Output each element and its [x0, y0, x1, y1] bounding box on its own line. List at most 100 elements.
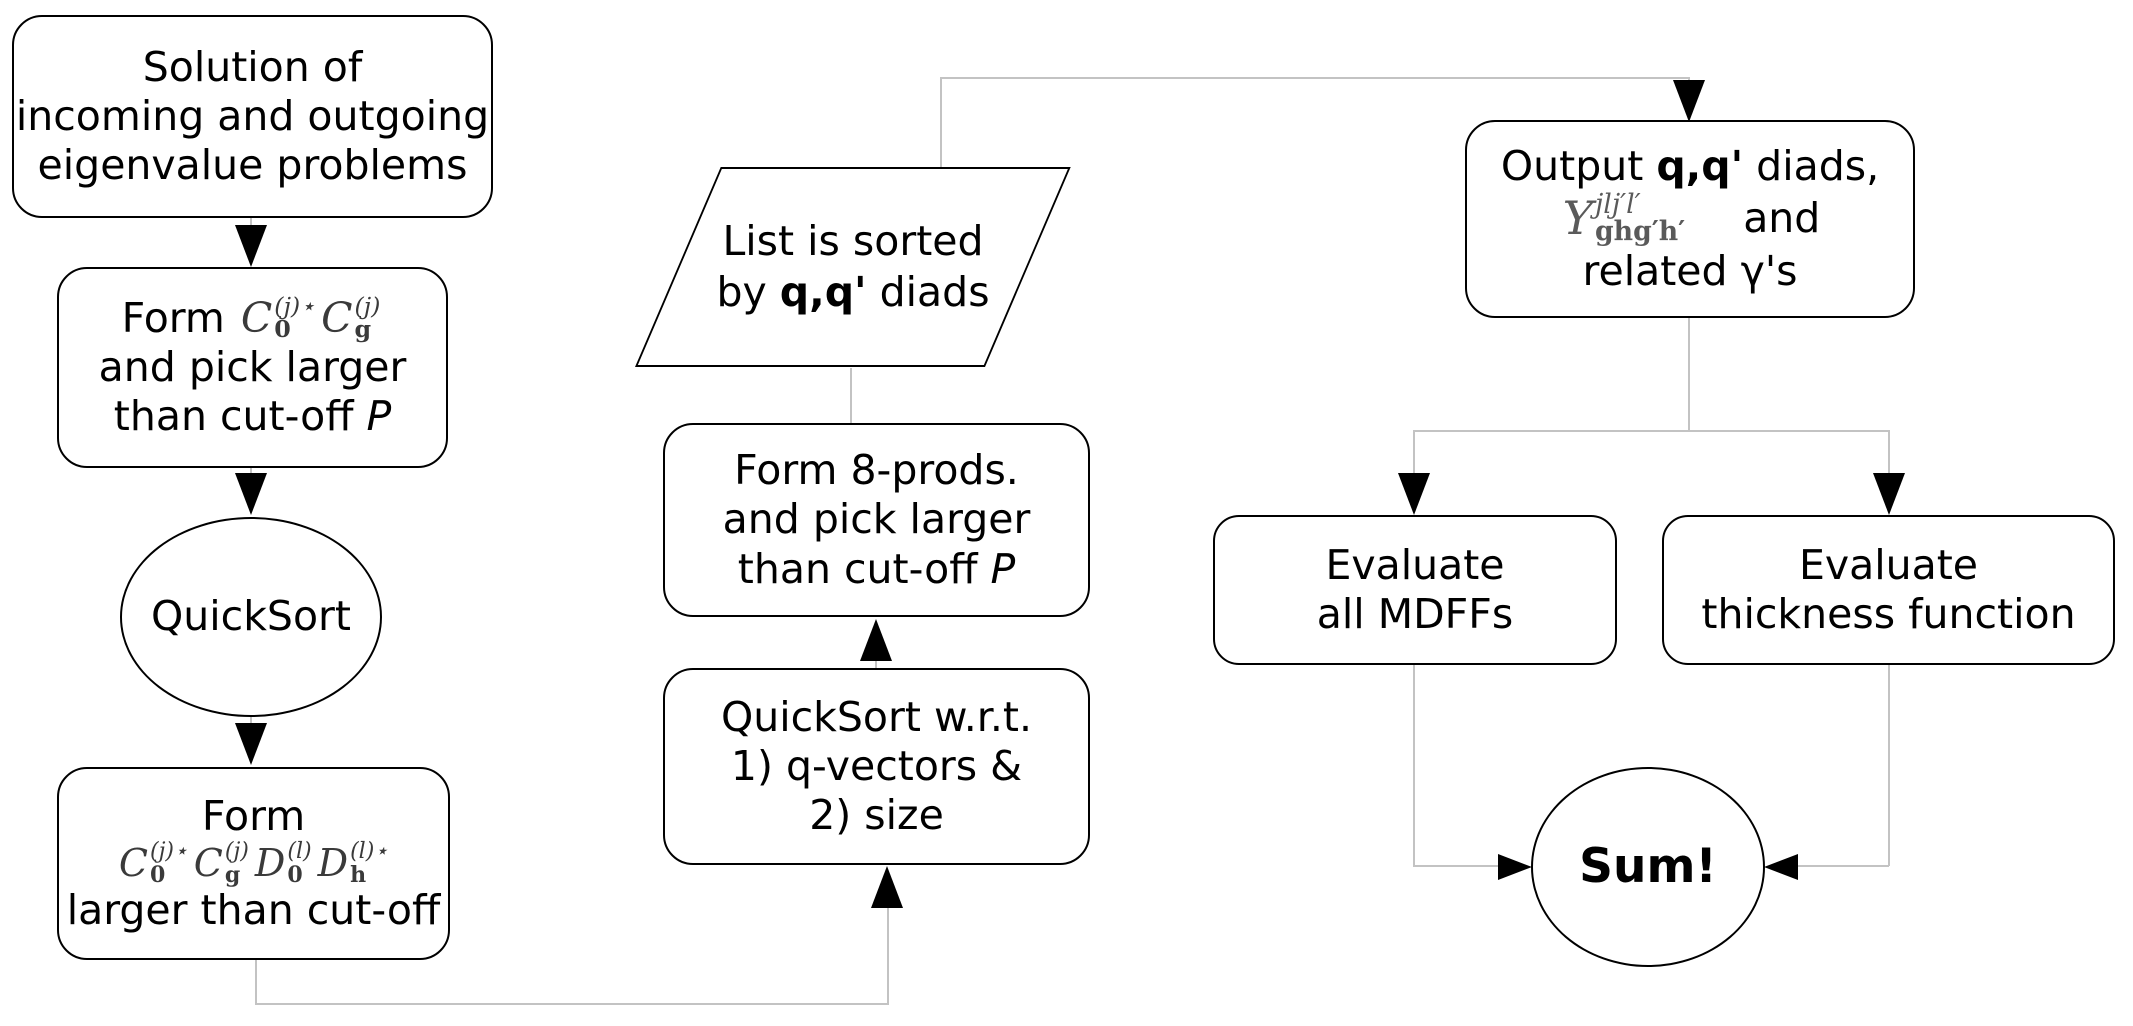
math-scripts: (l)⋆h [350, 839, 389, 888]
text-fragment: by [716, 268, 780, 316]
connector-line [250, 468, 252, 476]
text-line: QuickSort [151, 592, 351, 641]
connector-line [1413, 430, 1415, 478]
math-sup: (j)⋆ [274, 291, 316, 320]
text-fragment: and [1743, 194, 1821, 243]
flow-node-thickness: Evaluate thickness function [1662, 515, 2115, 665]
text-fragment: Output [1500, 142, 1657, 191]
text-line: 2) size [809, 791, 944, 840]
bold-diads: q,q' [1656, 142, 1744, 191]
math-sub: g [224, 861, 241, 888]
math-sup: (l)⋆ [350, 839, 389, 865]
text-line: by q,q' diads [716, 267, 989, 318]
math-scripts: (j)g [224, 839, 249, 888]
italic-variable: P [990, 544, 1016, 593]
text-line: 1) q-vectors & [730, 741, 1023, 790]
arrow-up-icon [871, 866, 903, 908]
math-term: C(j)g [194, 841, 249, 887]
math-scripts: (l)0 [287, 839, 312, 888]
text-line: Solution of [142, 42, 363, 91]
math-sup: (j)⋆ [149, 839, 188, 865]
arrow-down-icon [235, 225, 267, 267]
math-sup: (j) [224, 839, 249, 865]
text-line: List is sorted [722, 216, 984, 265]
math-scripts: (j)⋆0 [149, 839, 188, 888]
italic-variable: P [366, 392, 392, 441]
text-line: and pick larger [722, 495, 1031, 544]
math-sub: ghg′h′ [1595, 216, 1686, 247]
text-line: eigenvalue problems [37, 141, 468, 190]
text-line: than cut-off P [114, 392, 391, 441]
text-line: and pick larger [98, 342, 407, 391]
math-sup: jlj′l′ [1595, 189, 1641, 221]
math-term: C(j)⋆0 [119, 841, 188, 887]
arrow-up-icon [860, 619, 892, 661]
text-line: than cut-off P [738, 545, 1015, 594]
math-base: C [321, 293, 353, 342]
text-fragment: diads, [1743, 142, 1880, 191]
math-term: D(l)0 [255, 841, 312, 887]
connector-line [887, 903, 889, 1005]
text-line: thickness function [1701, 590, 2076, 638]
math-term: C(j)g [321, 294, 380, 343]
flow-node-sum: Sum! [1531, 767, 1765, 967]
math-sub: 0 [287, 861, 303, 888]
text-line: related γ's [1582, 246, 1798, 295]
connector-line [250, 218, 252, 228]
connector-line [1798, 865, 1889, 867]
text-fragment: than cut-off [737, 544, 991, 593]
text-line: Evaluate [1325, 540, 1505, 589]
text-line: all MDFFs [1316, 590, 1514, 638]
math-base: C [193, 840, 223, 885]
connector-line [940, 77, 1690, 79]
connector-line [255, 1003, 889, 1005]
arrow-down-icon [235, 473, 267, 515]
arrow-left-icon [1764, 854, 1798, 880]
text-line: Output q,q' diads, [1501, 142, 1879, 191]
text-line: Form [201, 791, 306, 840]
text-fragment: than cut-off [113, 392, 367, 441]
arrow-right-icon [1498, 854, 1532, 880]
math-sub: h [350, 861, 367, 888]
math-sub: 0 [149, 861, 166, 888]
math-term: C(j)⋆0 [241, 294, 315, 343]
text-fragment: diads [866, 268, 990, 316]
arrow-down-icon [1673, 80, 1705, 122]
flow-node-form8: Form 8-prods. and pick larger than cut-o… [663, 423, 1090, 617]
math-sup: (l) [287, 839, 312, 865]
math-base: D [317, 840, 349, 885]
math-sub: 0 [274, 315, 291, 344]
flow-node-sorted-list: List is sorted by q,q' diads [653, 167, 1053, 367]
math-term: D(l)⋆h [318, 841, 389, 887]
math-sub: g [354, 315, 372, 344]
bold-diads: q,q' [779, 268, 867, 316]
math-base: C [240, 293, 273, 342]
text-fragment: Form [121, 293, 225, 342]
connector-line [250, 717, 252, 725]
math-base: Y [1562, 191, 1594, 246]
arrow-down-icon [235, 723, 267, 765]
text-line: QuickSort w.r.t. [720, 692, 1033, 741]
connector-line [940, 78, 942, 168]
math-base: C [118, 840, 148, 885]
math-base: D [254, 840, 286, 885]
math-scripts: jlj′l′ghg′h′ [1595, 192, 1685, 245]
connector-line [1413, 865, 1499, 867]
connector-line [1414, 430, 1890, 432]
text-line: larger than cut-off [66, 886, 441, 935]
flow-node-quicksort-wrt: QuickSort w.r.t. 1) q-vectors & 2) size [663, 668, 1090, 865]
flow-node-mdff: Evaluate all MDFFs [1213, 515, 1617, 665]
connector-line [1888, 430, 1890, 478]
connector-line [850, 368, 852, 424]
connector-line [875, 655, 877, 669]
math-scripts: (j)⋆0 [274, 291, 316, 344]
arrow-down-icon [1398, 473, 1430, 515]
text-line: Evaluate [1798, 540, 1979, 589]
